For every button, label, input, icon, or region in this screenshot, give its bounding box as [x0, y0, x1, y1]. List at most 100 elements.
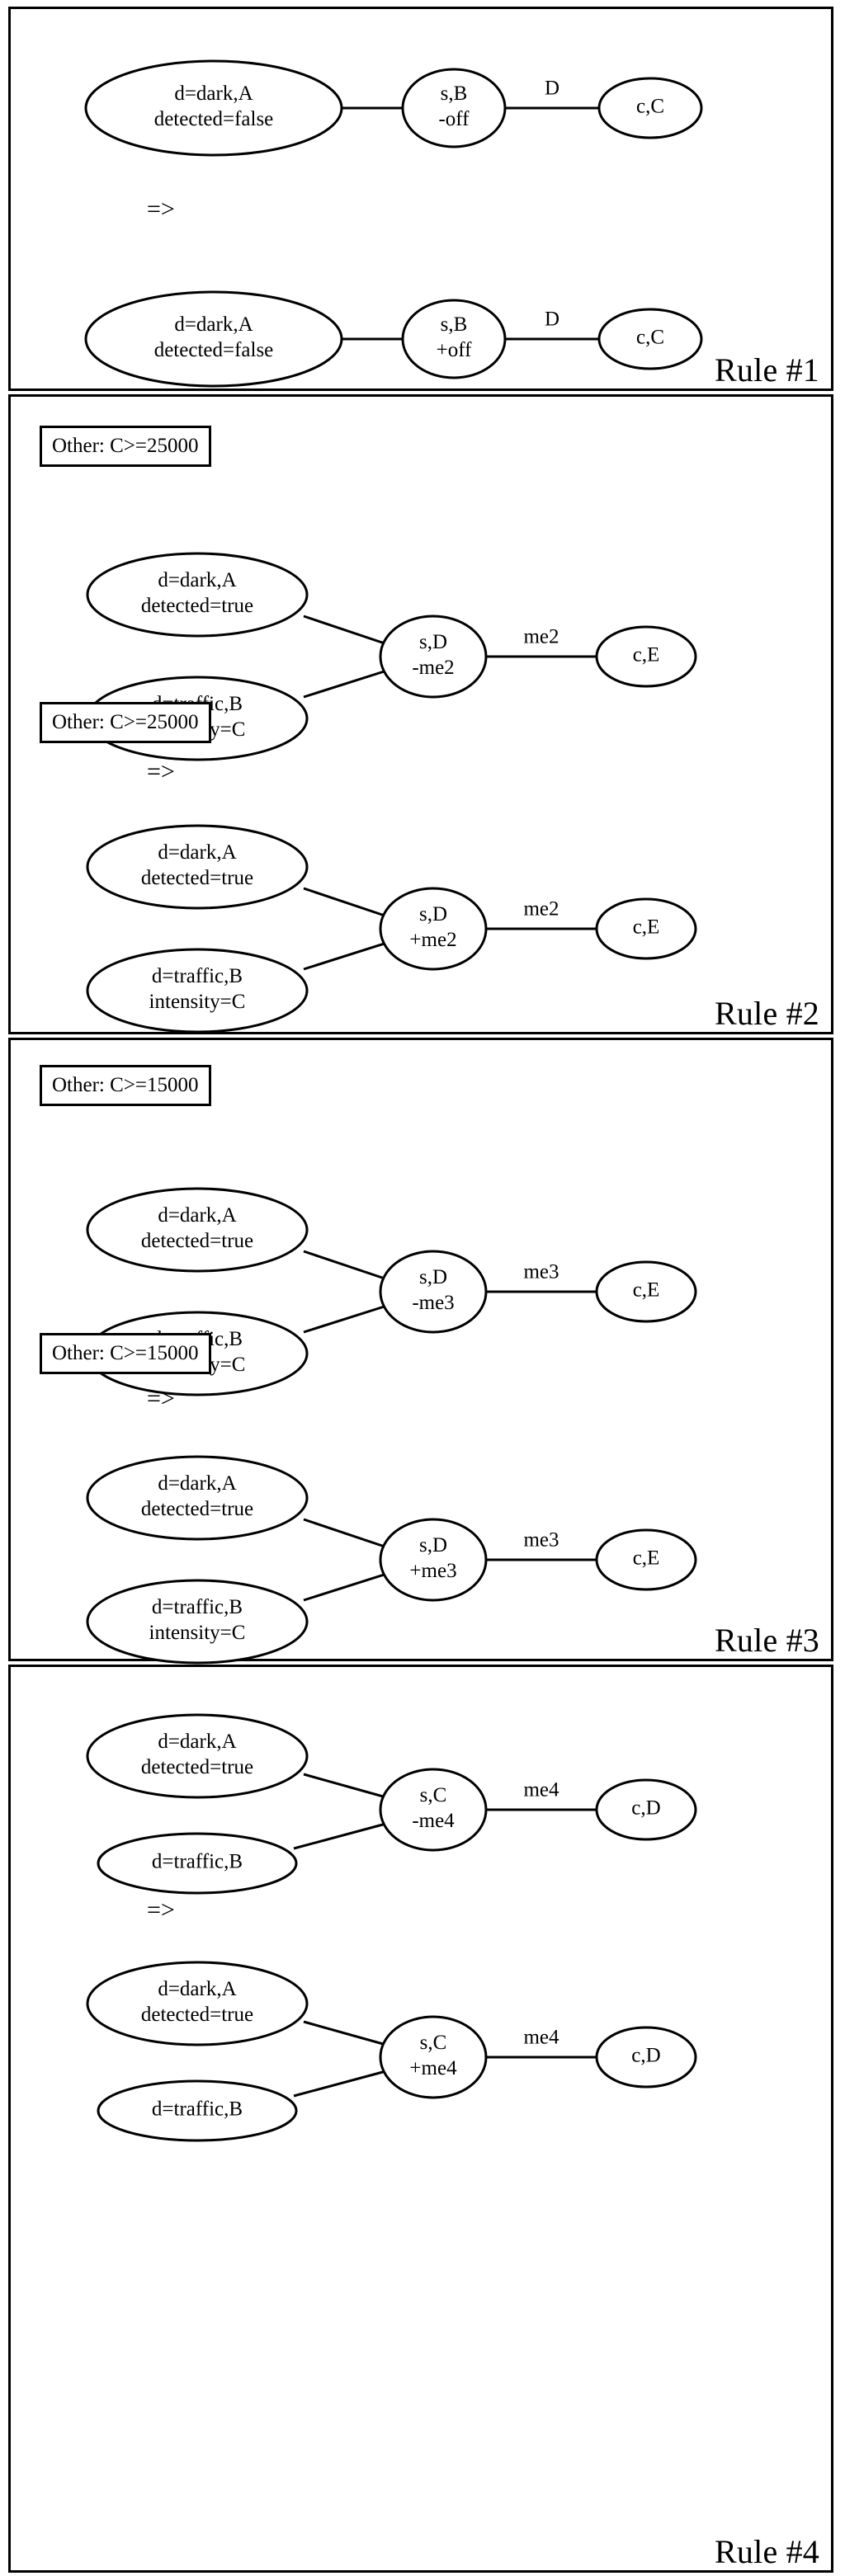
- graph-node-label: d=dark,A: [158, 1204, 236, 1227]
- lhs-graph: me4 d=dark,A detected=true d=traffic,B s,C -m…: [86, 1713, 697, 1895]
- graph-node-ellipse: [597, 308, 703, 370]
- graph-node-ellipse: [595, 1778, 697, 1841]
- edge-label: me3: [523, 1261, 559, 1283]
- graph-node-ellipse: [84, 59, 343, 157]
- graph-node-label: d=dark,A: [158, 841, 236, 864]
- graph-node-label: c,E: [633, 1279, 660, 1302]
- graph-node-label: s,D: [419, 631, 447, 653]
- graph-edge: [303, 667, 393, 699]
- graph-node-label: d=dark,A: [158, 1731, 236, 1753]
- graph-node-label: +me2: [409, 929, 456, 951]
- rule-caption: Rule #2: [715, 995, 819, 1032]
- graph-node-ellipse: [379, 1250, 488, 1334]
- graph-node-label: s,D: [419, 1534, 447, 1556]
- graph-node-label: intensity=C: [149, 991, 246, 1013]
- graph-node-ellipse: [97, 1832, 298, 1895]
- rhs-graph: me2 d=dark,A detected=true d=traffic,B inten…: [86, 824, 697, 1034]
- graph-node-ellipse: [379, 615, 488, 699]
- graph-node-ellipse: [86, 1961, 309, 2046]
- graph-node-ellipse: [595, 897, 697, 960]
- graph-node-label: intensity=C: [149, 1622, 246, 1644]
- graph-edge: [303, 887, 393, 920]
- rule-caption: Rule #1: [715, 351, 819, 389]
- graph-node-ellipse: [86, 824, 309, 910]
- graph-node-ellipse: [379, 1768, 488, 1852]
- graph-node-label: -me4: [412, 1810, 455, 1832]
- graph-node-label: d=dark,A: [174, 313, 253, 336]
- graph-node-label: detected=true: [141, 867, 253, 889]
- graph-node-ellipse: [595, 2026, 697, 2089]
- graph-edge: [303, 1773, 393, 1801]
- graph-node-label: detected=true: [141, 2004, 253, 2026]
- rhs-graph: me3 d=dark,A detected=true d=traffic,B inten…: [86, 1455, 697, 1665]
- graph-node-ellipse: [86, 1455, 309, 1541]
- graph-node-label: d=traffic,B: [152, 1851, 243, 1873]
- graph-edge: [293, 1820, 393, 1850]
- rule-panel: Other: C>=15000 me3 d=dark,A detected=true d…: [8, 1038, 833, 1665]
- graph-node-label: c,E: [633, 644, 660, 666]
- graph-node-label: d=dark,A: [158, 1978, 236, 2000]
- graph-node-label: -off: [438, 108, 470, 130]
- graph-node-label: c,E: [633, 1547, 660, 1570]
- graph-node-label: d=traffic,B: [152, 2098, 243, 2121]
- graph-node-label: -me3: [412, 1292, 454, 1314]
- edge-label: D: [545, 78, 559, 100]
- graph-node-ellipse: [595, 1260, 697, 1323]
- graph-node-ellipse: [401, 68, 507, 148]
- graph-node-label: c,C: [636, 327, 664, 349]
- graph-edge: [303, 1518, 393, 1551]
- graph-node-label: -me2: [412, 657, 454, 679]
- condition-box-lhs: Other: C>=25000: [40, 426, 211, 467]
- condition-box-rhs: Other: C>=25000: [40, 702, 211, 743]
- edge-label: me3: [523, 1529, 559, 1552]
- graph-node-label: d=dark,A: [158, 569, 236, 591]
- rule-caption: Rule #3: [715, 1622, 819, 1659]
- graph-node-label: s,B: [441, 313, 468, 336]
- graph-edge: [293, 2068, 393, 2098]
- edge-label: me4: [523, 1779, 559, 1801]
- graph-node-label: c,C: [636, 96, 664, 118]
- graph-node-ellipse: [401, 299, 507, 379]
- graph-node-label: +me3: [409, 1560, 456, 1582]
- graph-node-label: +off: [437, 339, 472, 361]
- graph-node-label: s,D: [419, 903, 447, 925]
- graph-node-label: d=dark,A: [174, 82, 253, 105]
- graph-edge: [303, 1250, 393, 1283]
- graph-edge: [303, 2020, 393, 2048]
- graph-node-ellipse: [595, 1528, 697, 1591]
- edge-label: me2: [523, 898, 559, 921]
- graph-node-ellipse: [597, 77, 703, 139]
- graph-node-ellipse: [97, 2079, 298, 2142]
- graph-node-ellipse: [379, 887, 488, 971]
- graph-node-ellipse: [84, 290, 343, 388]
- graph-edge: [303, 940, 393, 971]
- graph-node-label: detected=true: [141, 1498, 253, 1520]
- condition-box-lhs: Other: C>=15000: [40, 1065, 211, 1106]
- rule-panel: Other: C>=25000 me2 d=dark,A detected=true d…: [8, 394, 833, 1034]
- graph-node-label: s,D: [419, 1266, 447, 1288]
- graph-node-label: c,D: [631, 1797, 660, 1820]
- graph-node-label: s,B: [441, 82, 468, 105]
- graph-node-label: c,D: [631, 2045, 660, 2067]
- graph-node-ellipse: [86, 1713, 309, 1799]
- graph-node-ellipse: [379, 1518, 488, 1602]
- graph-node-label: detected=true: [141, 1756, 253, 1778]
- graph-node-label: d=traffic,B: [152, 965, 243, 987]
- graph-node-label: detected=true: [141, 595, 253, 617]
- graph-node-ellipse: [595, 625, 697, 688]
- graph-node-label: d=traffic,B: [152, 1596, 243, 1618]
- graph-node-label: s,C: [420, 1784, 447, 1806]
- edge-label: me2: [523, 626, 559, 648]
- rewrite-arrow: =>: [147, 195, 175, 223]
- rewrite-arrow: =>: [147, 1896, 175, 1924]
- graph-node-label: detected=false: [154, 339, 274, 361]
- graph-node-label: d=dark,A: [158, 1472, 236, 1495]
- graph-node-label: detected=true: [141, 1230, 253, 1252]
- rhs-graph: me4d=dark,Adetected=trued=traffic,Bs,C+m…: [86, 1961, 697, 2142]
- edge-label: D: [545, 308, 559, 331]
- graph-edge: [303, 1571, 393, 1602]
- rule-caption: Rule #4: [715, 2533, 819, 2570]
